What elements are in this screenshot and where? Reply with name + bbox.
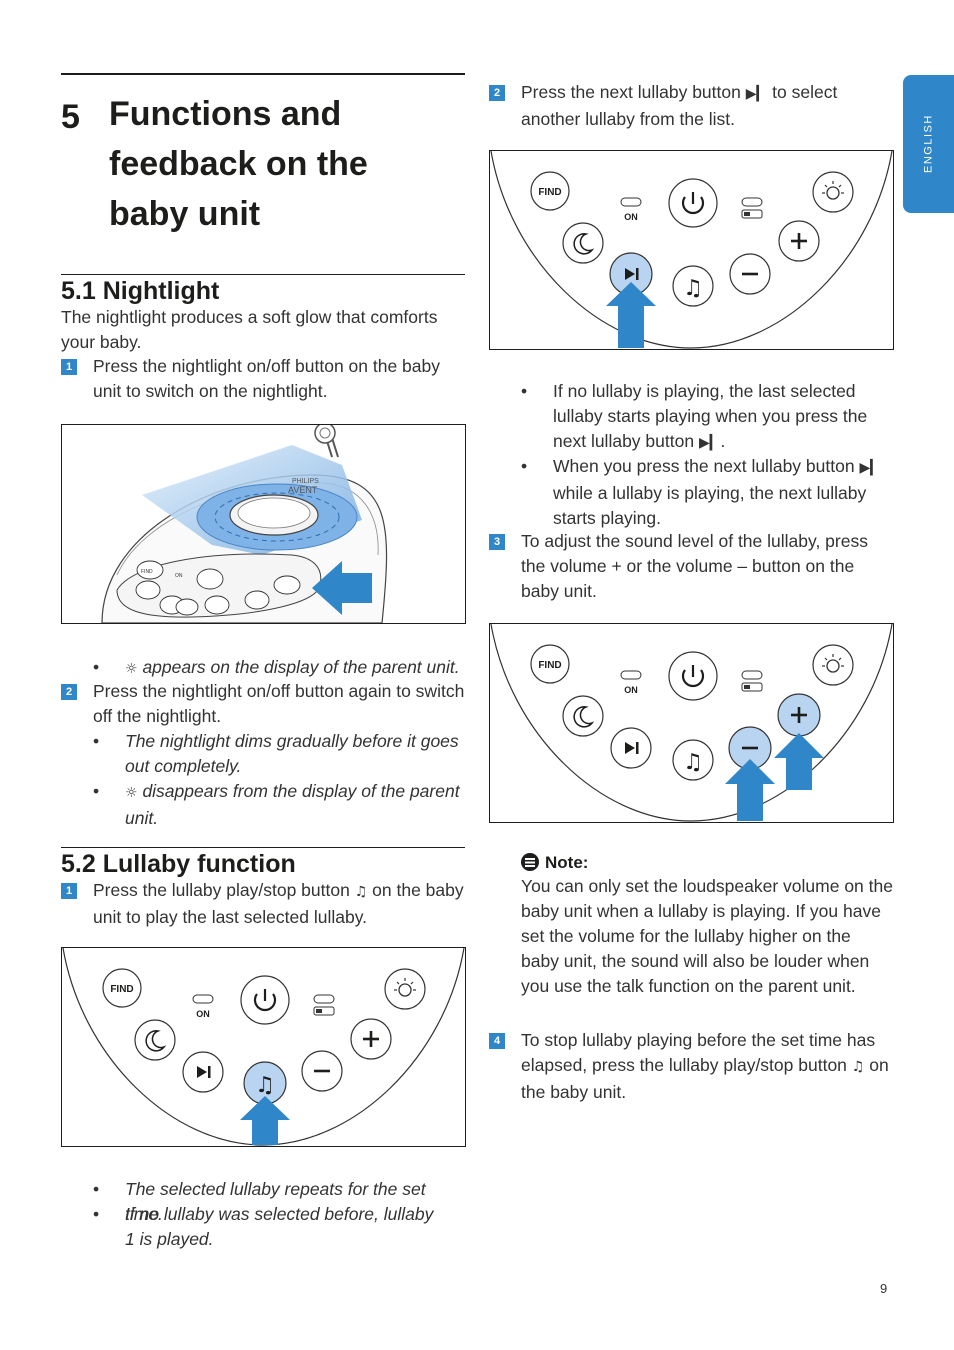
step-text: Press the nightlight on/off button again…: [93, 681, 465, 726]
lullaby-button: [672, 265, 714, 307]
chapter-number: 5: [61, 98, 80, 136]
on-indicator-label: ON: [624, 685, 638, 695]
lullaby-bullet-repeats: • The selected lullaby repeats for the s…: [93, 1179, 426, 1224]
bulb-icon: [826, 659, 840, 673]
lullaby-button: [672, 739, 714, 781]
bulb-icon: [826, 186, 840, 200]
nightlight-button: [812, 171, 854, 213]
music-note-icon: ♫: [683, 750, 703, 775]
nightlight-bullet-dims: • The nightlight dims gradually before i…: [93, 731, 459, 776]
control-panel-figure-lullaby: FIND ON ♫: [61, 947, 466, 1147]
next-lullaby-icon: ▶▎: [698, 435, 721, 451]
nightlight-step-1: 1 Press the nightlight on/off button on …: [61, 354, 465, 404]
nightlight-bullet-appears: • ☼ appears on the display of the parent…: [93, 655, 465, 682]
sleep-mode-button: [134, 1019, 176, 1061]
sleep-mode-button: [562, 222, 604, 264]
on-indicator-label: ON: [624, 212, 638, 222]
control-panel-drawing: FIND ON ♫: [490, 151, 893, 349]
device-brand-text: PHILIPS: [292, 478, 319, 485]
note-title: Note:: [545, 853, 589, 872]
section-heading-nightlight: 5.1 Nightlight: [61, 277, 220, 305]
nightlight-bullet-disappears: • ☼ disappears from the display of the p…: [93, 781, 460, 828]
chapter-title: Functions and feedback on the baby unit: [109, 95, 368, 233]
step-number-badge: 4: [489, 1033, 505, 1049]
find-button: [102, 968, 142, 1008]
arrow-up-icon: [725, 759, 775, 821]
note-box: Note: You can only set the loudspeaker v…: [521, 853, 893, 999]
language-tab-label: ENGLISH: [922, 114, 935, 174]
bullet-icon: •: [93, 1179, 100, 1199]
control-panel-figure-next: FIND ON ♫: [489, 150, 894, 350]
lullaby-step-1: 1 Press the lullaby play/stop button ♫ o…: [61, 878, 465, 930]
lullaby-note-icon: ♫: [354, 884, 368, 900]
note-icon: [521, 853, 539, 871]
lullaby-bullet-no-playing: • If no lullaby is playing, the last sel…: [521, 381, 868, 451]
lullaby-bullet-when-press: • When you press the next lullaby button…: [521, 456, 881, 528]
page-number: 9: [880, 1281, 888, 1296]
control-panel-drawing: FIND ON ♫: [62, 948, 465, 1146]
sleep-mode-button: [562, 695, 604, 737]
nightlight-illustration: PHILIPS AVENT FIND ON: [61, 424, 466, 624]
bulb-icon: [398, 983, 412, 997]
lullaby-note-icon: ♫: [851, 1059, 865, 1075]
find-button-label: FIND: [141, 569, 153, 575]
step-number-badge: 1: [61, 883, 77, 899]
lullaby-step-2: 2 Press the next lullaby button ▶▎ to se…: [489, 80, 889, 132]
arrow-icon: [312, 561, 372, 615]
find-button: [530, 644, 570, 684]
find-button: [530, 171, 570, 211]
step-text: Press the nightlight on/off button on th…: [93, 356, 441, 401]
nightlight-sun-icon: ☼: [125, 785, 138, 801]
find-button-label: FIND: [538, 187, 561, 198]
baby-unit-perspective-drawing: PHILIPS AVENT FIND ON: [101, 425, 388, 623]
find-button-label: FIND: [538, 660, 561, 671]
step-number-badge: 1: [61, 359, 77, 375]
next-lullaby-icon: ▶▎: [859, 460, 881, 476]
nightlight-intro: The nightlight produces a soft glow that…: [61, 307, 438, 352]
step-number-badge: 2: [61, 684, 77, 700]
arrow-up-icon: [774, 733, 824, 790]
bullet-icon: •: [521, 381, 528, 401]
nightlight-step-2: 2 Press the nightlight on/off button aga…: [61, 679, 465, 729]
bullet-icon: •: [521, 456, 528, 476]
nightlight-sun-icon: ☼: [125, 661, 138, 677]
note-text: You can only set the loudspeaker volume …: [521, 876, 893, 996]
nightlight-button: [384, 968, 426, 1010]
bullet-icon: •: [93, 657, 100, 677]
music-note-icon: ♫: [683, 276, 703, 301]
device-model-text: AVENT: [288, 485, 318, 495]
on-indicator-label: ON: [175, 573, 183, 579]
find-button-label: FIND: [110, 984, 133, 995]
language-tab: [903, 75, 954, 213]
section-heading-lullaby: 5.2 Lullaby function: [61, 850, 296, 878]
bullet-icon: •: [93, 781, 100, 801]
step-number-badge: 3: [489, 534, 505, 550]
music-note-icon: ♫: [255, 1073, 275, 1098]
bullet-icon: •: [93, 731, 100, 751]
section-rule-lullaby: [61, 847, 465, 848]
arrow-up-icon: [240, 1096, 290, 1145]
nightlight-button: [812, 644, 854, 686]
moon-icon: [573, 706, 595, 728]
lullaby-bullet-if-none: • If no lullaby was selected before, lul…: [93, 1204, 434, 1249]
arrow-up-icon: [606, 282, 656, 348]
control-panel-figure-volume: FIND ON ♫: [489, 623, 894, 823]
step-number-badge: 2: [489, 85, 505, 101]
section-rule-nightlight: [61, 274, 465, 275]
moon-icon: [145, 1030, 167, 1052]
on-indicator-label: ON: [196, 1009, 210, 1019]
lullaby-step-4: 4 To stop lullaby playing before the set…: [489, 1028, 893, 1105]
moon-icon: [573, 233, 595, 255]
next-lullaby-icon: ▶▎: [745, 86, 768, 102]
control-panel-drawing: FIND ON ♫: [490, 624, 893, 822]
chapter-top-rule: [61, 73, 465, 75]
bullet-icon: •: [93, 1204, 100, 1224]
lullaby-step-3: 3 To adjust the sound level of the lulla…: [489, 529, 893, 604]
